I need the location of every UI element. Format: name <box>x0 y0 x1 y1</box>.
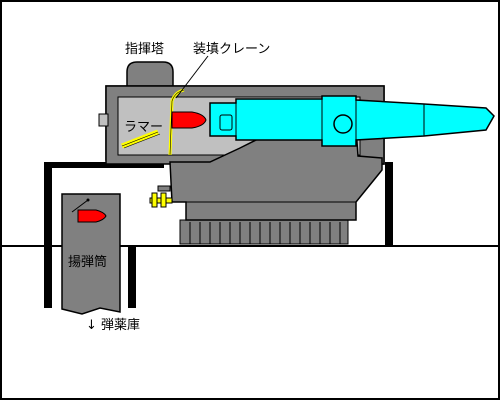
label-magazine: ↓ 弾薬庫 <box>86 318 141 333</box>
label-rammer: ラマー <box>124 120 164 135</box>
director-tower <box>126 61 174 89</box>
gun-barrel <box>209 95 495 147</box>
label-director-tower: 指揮塔 <box>125 42 165 57</box>
mount-connector <box>149 185 173 208</box>
label-hoist-tube: 揚弾筒 <box>68 255 108 270</box>
label-loading-crane: 装填クレーン <box>193 42 271 57</box>
crane-leader-line <box>175 55 209 99</box>
roller-base <box>179 219 349 245</box>
barbette-wall-left <box>44 162 52 308</box>
shell-in-turret <box>171 111 207 129</box>
rammer <box>121 129 161 149</box>
barbette-top-left <box>44 162 164 168</box>
hoist-wall-right <box>128 246 136 308</box>
hoist-tube <box>61 193 121 315</box>
barbette-wall-right <box>385 162 393 246</box>
